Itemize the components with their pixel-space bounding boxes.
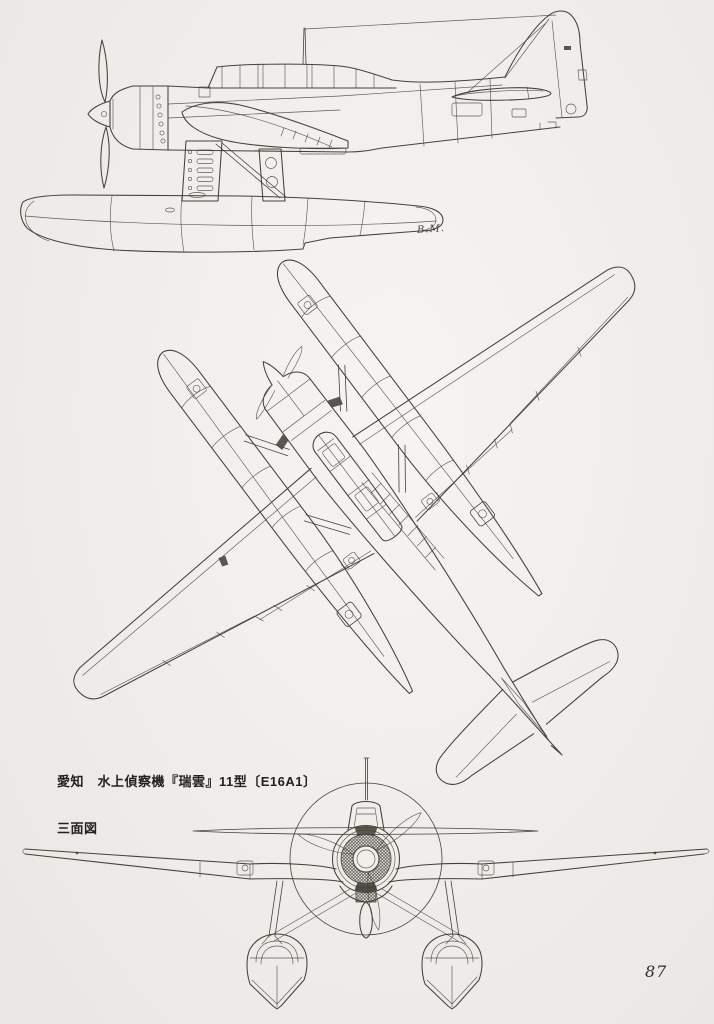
plan-wing (352, 266, 636, 522)
side-cowling (109, 85, 169, 151)
front-float (246, 933, 308, 1010)
front-cowling (331, 824, 401, 939)
figure-caption: 愛知 水上偵察機『瑞雲』11型〔E16A1〕 三面図 (57, 743, 317, 852)
side-propeller (87, 39, 111, 189)
plan-canopy (312, 431, 445, 571)
side-view (20, 10, 588, 253)
page-number: 87 (645, 962, 668, 981)
front-view (22, 757, 710, 1010)
artist-signature: B.M. (416, 223, 446, 236)
plan-fuselage (255, 345, 563, 756)
side-wing-root (181, 102, 349, 155)
front-canopy (347, 757, 385, 831)
front-wings (22, 848, 710, 883)
side-antenna (302, 14, 557, 65)
plan-view (54, 259, 636, 796)
caption-line-1: 愛知 水上偵察機『瑞雲』11型〔E16A1〕 (57, 774, 317, 789)
side-fuselage (167, 63, 561, 153)
side-float (20, 194, 444, 253)
caption-line-2: 三面図 (57, 820, 98, 836)
side-float-struts (181, 140, 287, 202)
front-float-struts (261, 880, 467, 945)
plan-tail (419, 639, 619, 796)
front-tailplane (192, 827, 539, 835)
side-tail (451, 10, 588, 119)
plan-float (276, 259, 543, 597)
